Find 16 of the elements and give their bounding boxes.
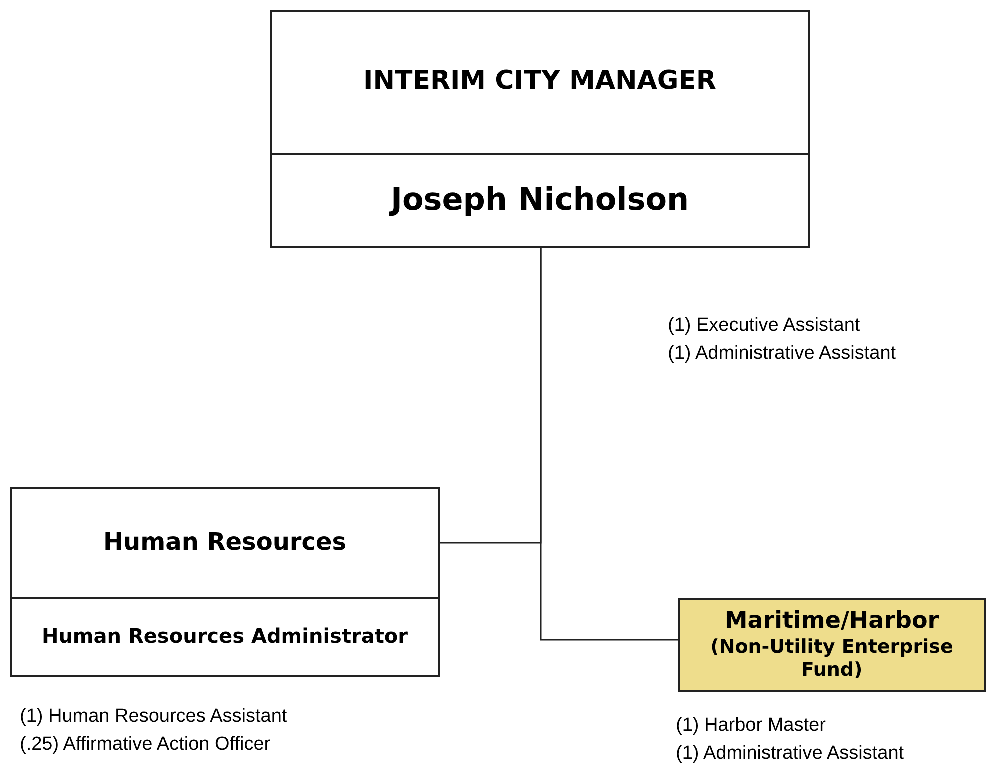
- box-subheading: Human Resources Administrator: [12, 596, 438, 675]
- staff-note: (.25) Affirmative Action Officer: [20, 733, 271, 757]
- box-subheading: (Non-Utility Enterprise Fund): [710, 636, 954, 684]
- staff-note: (1) Administrative Assistant: [676, 742, 904, 766]
- box-heading: INTERIM CITY MANAGER: [362, 65, 718, 98]
- staff-note: (1) Executive Assistant: [668, 314, 860, 338]
- staff-note: (1) Human Resources Assistant: [20, 705, 288, 729]
- org-box: [10, 487, 440, 677]
- staff-note: (1) Harbor Master: [676, 714, 826, 738]
- box-subheading: Joseph Nicholson: [272, 152, 808, 246]
- connector-line: [540, 248, 678, 641]
- box-heading: Human Resources: [102, 527, 348, 558]
- org-box: [678, 598, 986, 692]
- box-heading: Maritime/Harbor: [724, 606, 940, 636]
- staff-note: (1) Administrative Assistant: [668, 342, 896, 366]
- org-box: [270, 10, 810, 248]
